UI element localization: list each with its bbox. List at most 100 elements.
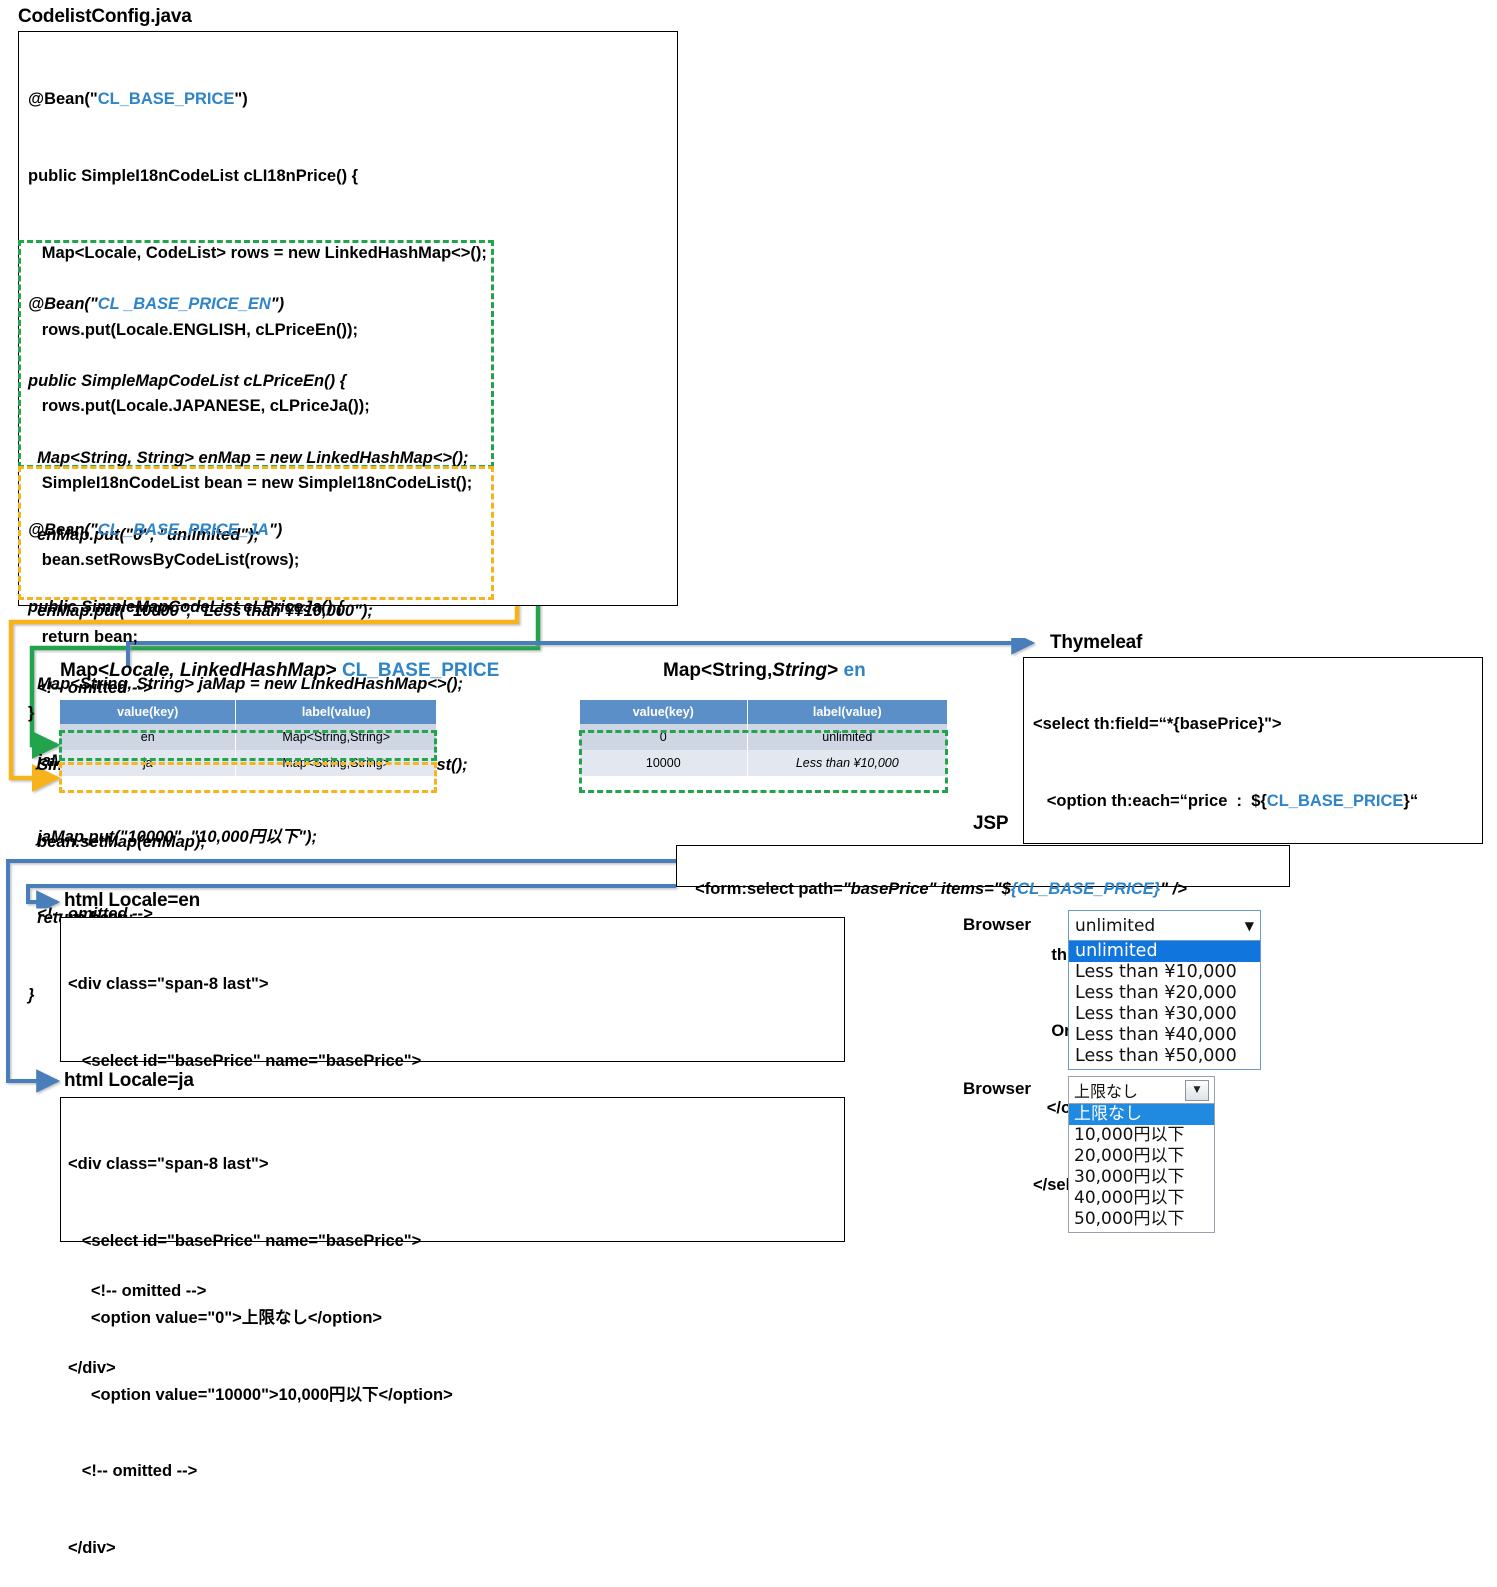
- select-option[interactable]: 10,000円以下: [1074, 1125, 1185, 1145]
- caption-part: Map<: [60, 660, 110, 681]
- html-en-label: html Locale=en: [64, 890, 201, 911]
- java-line: public SimpleMapCodeList cLPriceJa() {: [28, 597, 344, 616]
- java-line: enMap.put("10000", "Less than ¥¥10,000")…: [28, 602, 373, 621]
- java-line: public SimpleI18nCodeList cLI18nPrice() …: [28, 166, 359, 185]
- browser-ja-label: Browser: [963, 1079, 1032, 1098]
- caption-part: Map<String,: [663, 660, 773, 681]
- cell-label: Map<String,String>: [235, 724, 436, 750]
- caption-part: >: [827, 660, 839, 681]
- table-row: en Map<String,String>: [60, 724, 436, 750]
- jsp-items-quote: ": [1160, 879, 1169, 898]
- html-ja-label: html Locale=ja: [64, 1070, 194, 1091]
- cell-key: en: [60, 724, 237, 750]
- table-locale: value(key) label(value) en Map<String,St…: [60, 700, 436, 776]
- select-closed-display[interactable]: 上限なし ▼: [1068, 1076, 1215, 1104]
- page-title: CodelistConfig.java: [18, 6, 192, 27]
- select-option[interactable]: Less than ¥30,000: [1075, 1004, 1237, 1024]
- java-line: Map<String, String> jaMap = new LinkedHa…: [28, 674, 464, 693]
- caption-part: >: [325, 660, 337, 681]
- column-header: label(value): [235, 700, 436, 724]
- java-line: jaMap.put("10000", "10,000円以下");: [28, 828, 317, 847]
- select-option[interactable]: 20,000円以下: [1074, 1146, 1185, 1166]
- select-option[interactable]: 50,000円以下: [1074, 1209, 1185, 1229]
- select-option[interactable]: Less than ¥50,000: [1075, 1046, 1237, 1066]
- code-line: <option th:each=“price : ${CL_BASE_PRICE…: [1033, 791, 1419, 810]
- java-line: @Bean("CL _BASE_PRICE_JA"): [28, 521, 283, 540]
- select-closed-display[interactable]: unlimited ▼: [1068, 910, 1261, 941]
- jsp-items-quote: "$: [993, 879, 1011, 898]
- code-line: <select id="basePrice" name="basePrice">: [68, 1051, 422, 1070]
- table-header-row: value(key) label(value): [580, 700, 947, 724]
- highlight-row-en: [59, 730, 437, 761]
- select-option[interactable]: Less than ¥10,000: [1075, 962, 1237, 982]
- code-line: <option value="0">上限なし</option>: [68, 1308, 383, 1327]
- java-line: bean.setMap(enMap);: [28, 832, 206, 851]
- browser-en-select[interactable]: unlimited ▼ unlimited Less than ¥10,000 …: [1068, 910, 1261, 1070]
- select-selected-value: 上限なし: [1074, 1082, 1139, 1101]
- java-line: <!-- omitted -->: [28, 679, 153, 698]
- java-line: }: [28, 704, 35, 723]
- code-line: <div class="span-8 last">: [68, 1155, 269, 1174]
- thymeleaf-label: Thymeleaf: [1050, 632, 1143, 653]
- select-option-list[interactable]: unlimited Less than ¥10,000 Less than ¥2…: [1068, 941, 1261, 1070]
- chevron-down-icon[interactable]: ▼: [1185, 1079, 1209, 1101]
- chevron-down-icon[interactable]: ▼: [1244, 918, 1254, 933]
- cell-label: Less than ¥10,000: [747, 750, 947, 776]
- java-line: return bean;: [28, 627, 139, 646]
- code-line: <select id="basePrice" name="basePrice">: [68, 1231, 422, 1250]
- cell-label: unlimited: [747, 724, 947, 750]
- jsp-items-label: items=: [936, 879, 994, 898]
- table-en: value(key) label(value) 0 unlimited 1000…: [580, 700, 947, 776]
- java-line: }: [28, 986, 35, 1005]
- highlight-rows-en-table: [579, 730, 948, 793]
- java-line: SimpleI18nCodeList bean = new SimpleI18n…: [28, 474, 473, 493]
- jsp-suffix: />: [1168, 879, 1187, 898]
- jsp-items-accent: {CL_BASE_PRICE}: [1010, 879, 1161, 898]
- column-header: value(key): [580, 700, 748, 724]
- caption-accent: CL_BASE_PRICE: [341, 660, 500, 681]
- select-option[interactable]: unlimited: [1069, 941, 1260, 962]
- jsp-prefix: <form:select path=: [695, 879, 843, 898]
- column-header: label(value): [747, 700, 947, 724]
- select-option[interactable]: 30,000円以下: [1074, 1167, 1185, 1187]
- caption-accent: en: [843, 660, 866, 681]
- browser-ja-select[interactable]: 上限なし ▼ 上限なし 10,000円以下 20,000円以下 30,000円以…: [1068, 1076, 1215, 1233]
- select-option[interactable]: 40,000円以下: [1074, 1188, 1185, 1208]
- cell-key: 10000: [580, 750, 748, 776]
- table-en-caption: Map<String,String> en: [663, 660, 866, 682]
- html-en-box: [60, 917, 845, 1062]
- select-option[interactable]: Less than ¥20,000: [1075, 983, 1237, 1003]
- java-line: rows.put(Locale.JAPANESE, cLPriceJa());: [28, 397, 370, 416]
- highlight-frame-ja: [18, 466, 494, 600]
- code-line: <!-- omitted -->: [68, 1462, 198, 1481]
- select-option[interactable]: 上限なし: [1069, 1104, 1214, 1125]
- java-line: Map<String, String> enMap = new LinkedHa…: [28, 448, 469, 467]
- jsp-box: [676, 845, 1290, 887]
- browser-en-label: Browser: [963, 915, 1032, 934]
- cell-key: 0: [580, 724, 748, 750]
- table-row: 10000 Less than ¥10,000: [580, 750, 947, 776]
- thymeleaf-box: [1023, 657, 1483, 844]
- code-line: <div class="span-8 last">: [68, 975, 269, 994]
- java-line: rows.put(Locale.ENGLISH, cLPriceEn());: [28, 320, 359, 339]
- caption-italic: String: [772, 660, 828, 681]
- java-line: Map<Locale, CodeList> rows = new LinkedH…: [28, 243, 487, 262]
- java-line: @Bean("CL _BASE_PRICE_EN"): [28, 295, 285, 314]
- select-option-list[interactable]: 上限なし 10,000円以下 20,000円以下 30,000円以下 40,00…: [1068, 1104, 1215, 1233]
- select-option[interactable]: Less than ¥40,000: [1075, 1025, 1237, 1045]
- codelist-config-java-box: [18, 31, 678, 606]
- java-line: bean.setRowsByCodeList(rows);: [28, 550, 300, 569]
- column-header: value(key): [60, 700, 237, 724]
- jsp-label: JSP: [973, 813, 1009, 834]
- table-row: 0 unlimited: [580, 724, 947, 750]
- code-line: <select th:field=“*{basePrice}">: [1033, 715, 1282, 734]
- code-line: </div>: [68, 1539, 116, 1558]
- java-line: enMap.put("0", "unlimited");: [28, 525, 260, 544]
- java-line: public SimpleMapCodeList cLPriceEn() {: [28, 371, 347, 390]
- jsp-code: <form:select path="basePrice" items="${C…: [686, 851, 1187, 902]
- code-line: <option value="10000">10,000円以下</option>: [68, 1385, 453, 1404]
- table-locale-caption: Map<Locale, LinkedHashMap> CL_BASE_PRICE: [60, 660, 499, 682]
- html-ja-code: <div class="span-8 last"> <select id="ba…: [68, 1101, 843, 1587]
- html-ja-box: [60, 1097, 845, 1242]
- java-base-block: @Bean("CL_BASE_PRICE") public SimpleI18n…: [28, 36, 668, 753]
